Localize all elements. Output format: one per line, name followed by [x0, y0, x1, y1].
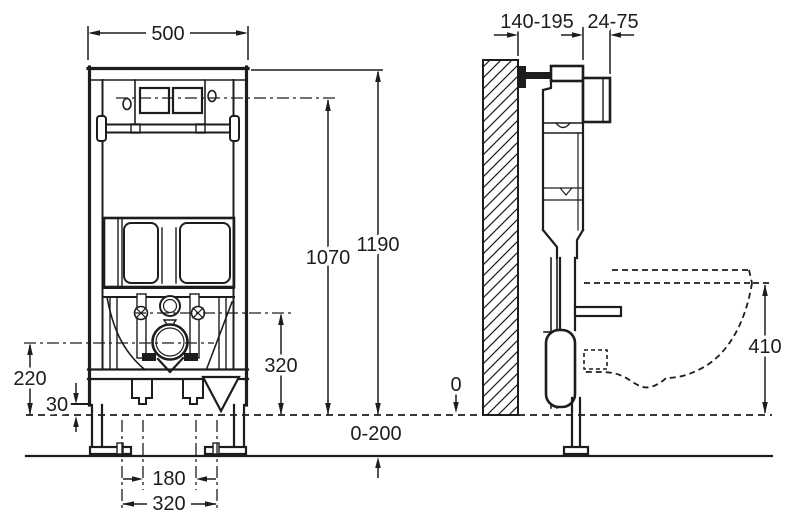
rod-clip-left: [130, 123, 141, 134]
rod-end-right: [229, 115, 240, 142]
bracket-rod: [526, 72, 552, 79]
panel-hole-right: [207, 89, 217, 103]
clamp-right: [184, 353, 198, 361]
dim-floor-level-label: 0: [450, 374, 461, 396]
tank-half-right: [179, 222, 231, 284]
flush-panel: [134, 79, 206, 125]
dimensions: 500 1190 1070 320: [10, 8, 785, 519]
dim-plate-depth-label: 24-75: [587, 11, 638, 33]
frame-outline: [86, 65, 250, 407]
front-view-frame: [66, 65, 250, 456]
side-foot: [562, 445, 590, 456]
bolt-rail-right: [189, 293, 200, 359]
flush-plate-box: [581, 76, 612, 124]
waste-elbow: [544, 328, 577, 409]
frame-legs: [90, 403, 246, 450]
dim-bowl-height: 410: [745, 282, 785, 414]
panel-hole-left: [122, 97, 132, 111]
clamp-left: [142, 353, 156, 361]
dim-wall-offset: 140-195: [494, 8, 584, 60]
dim-floor-buildup: 0-200: [347, 420, 405, 478]
flush-pipe: [558, 256, 577, 332]
dim-floor-buildup-label: 0-200: [350, 423, 401, 445]
wall-bracket: [519, 66, 526, 88]
tank-left-edge: [117, 217, 123, 288]
waste-bend-chevron: [201, 375, 241, 414]
tank-center-channel: [161, 227, 177, 284]
inlet-connection-outline: [583, 349, 608, 370]
dim-foot-gap: 30: [42, 383, 79, 432]
leg-slot-right: [182, 379, 204, 405]
foot-left: [88, 445, 133, 456]
fill-valve-cup: [555, 122, 571, 129]
foot-right: [203, 445, 248, 456]
dim-plate-depth: 24-75: [584, 8, 642, 74]
dim-wall-offset-label: 140-195: [500, 11, 573, 33]
dim-floor-level: 0: [447, 371, 465, 413]
dim-bowl-height-label: 410: [748, 336, 781, 358]
dim-outlet-height-label: 320: [264, 355, 297, 377]
flush-button-right: [171, 86, 204, 115]
dim-frame-height-label: 1190: [356, 234, 399, 256]
flush-button-left: [138, 86, 171, 115]
cistern-neck: [541, 228, 585, 260]
dim-outlet-spacing-label: 180: [152, 468, 185, 490]
dim-waste-height-label: 220: [13, 368, 46, 390]
bowl-fixing-rod: [573, 305, 623, 318]
dim-foot-spacing-label: 320: [152, 493, 185, 515]
pipe-sweep: [106, 296, 146, 371]
waste-pipe-port: [151, 323, 189, 361]
leg-slot-left: [131, 379, 153, 405]
rod-end-left: [96, 115, 107, 142]
dim-flush-plate-height: 1070: [116, 97, 354, 415]
toilet-bowl-outline: [584, 269, 753, 389]
dim-foot-gap-label: 30: [46, 394, 68, 416]
support-rod: [105, 123, 231, 134]
waste-funnel: [156, 356, 185, 374]
dim-waste-height: 220: [10, 342, 214, 415]
dim-frame-height: 1190: [251, 69, 403, 415]
tank-half-left: [123, 222, 159, 284]
cistern-top-cap: [549, 64, 585, 83]
dim-foot-spacing: 320: [121, 420, 218, 519]
dim-frame-width: 500: [87, 20, 249, 60]
dim-outlet-height: 320: [134, 312, 301, 415]
dim-outlet-spacing: 180: [123, 420, 216, 494]
dim-flush-plate-height-label: 1070: [306, 247, 351, 269]
bolt-rail-left: [136, 293, 147, 359]
cistern-body: [541, 79, 585, 232]
side-leg: [570, 396, 582, 449]
rod-clip-right: [195, 123, 206, 134]
dim-frame-width-label: 500: [151, 23, 184, 45]
wall-section: [482, 59, 519, 416]
side-view: [482, 59, 753, 456]
